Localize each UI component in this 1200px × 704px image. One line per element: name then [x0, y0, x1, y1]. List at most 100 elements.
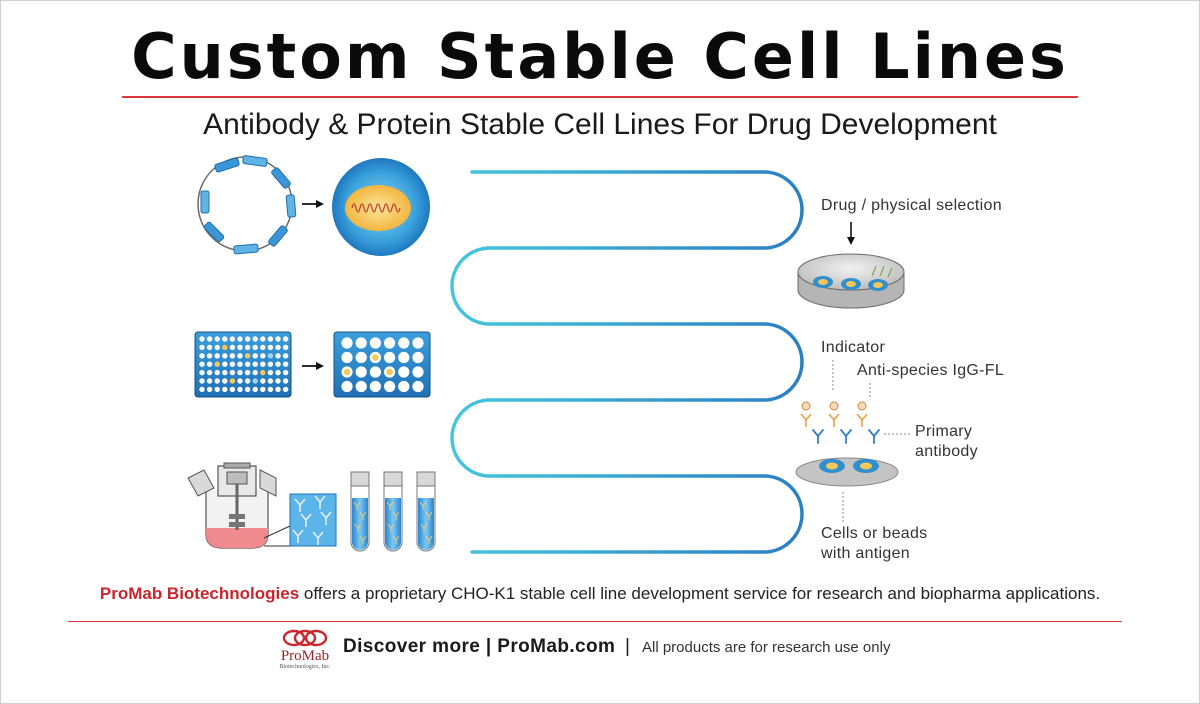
antibody-arm [386, 502, 391, 507]
antibody-arm [292, 529, 299, 537]
well [267, 378, 274, 384]
antibody-arm [392, 512, 397, 517]
well [222, 361, 228, 367]
bioreactor-icon [187, 462, 291, 549]
antibody-arm [845, 428, 853, 437]
research-use-disclaimer: All products are for research use only [642, 639, 891, 656]
well [398, 351, 410, 364]
tube-liquid [385, 498, 401, 550]
well [214, 369, 220, 376]
well [199, 344, 205, 351]
well [229, 353, 236, 359]
well [412, 366, 424, 378]
promab-logo[interactable]: ProMab Biotechnologies, Inc. [272, 628, 338, 672]
well [229, 369, 236, 376]
well [252, 353, 258, 359]
antibody-arm [353, 502, 358, 507]
well [384, 337, 396, 349]
well [252, 344, 258, 351]
label-cells-line2: with antigen [821, 545, 910, 562]
antibody-arm [423, 524, 428, 529]
assay-plate-icon [795, 457, 899, 487]
footer-description: ProMab Biotechnologies offers a propriet… [0, 584, 1200, 604]
antibody-arm [294, 498, 301, 506]
well [244, 369, 251, 376]
well [244, 378, 251, 384]
antibody-arm [325, 511, 332, 519]
antibody-arm [828, 413, 835, 421]
well [282, 369, 289, 376]
well [369, 380, 381, 393]
footer-brand[interactable]: ProMab Biotechnologies [99, 584, 300, 603]
tube-cap [350, 471, 370, 487]
antibody-arm [395, 536, 400, 541]
well [275, 369, 281, 376]
well [260, 378, 266, 384]
well [355, 337, 367, 349]
antibody-arm [805, 413, 812, 421]
antibody-arm [354, 524, 359, 529]
well [398, 380, 410, 393]
antibody-arm [425, 536, 430, 541]
well [412, 337, 424, 349]
well [282, 336, 289, 342]
well [412, 351, 424, 364]
well [267, 344, 274, 351]
antibody-arm [362, 512, 367, 517]
well-colony [343, 368, 351, 376]
well [244, 386, 251, 393]
antibody-arm [299, 498, 306, 506]
label-cells-line1: Cells or beads [821, 525, 928, 542]
indicator-dot [801, 401, 811, 411]
well-plate-96-wells [199, 336, 289, 393]
well [275, 386, 281, 393]
discover-more-link[interactable]: Discover more | ProMab.com [343, 636, 616, 657]
antibody-arm [833, 413, 840, 421]
antibody-arm [861, 413, 868, 421]
well [229, 336, 236, 342]
tube-liquid [418, 498, 434, 550]
promab-logo-mark [282, 629, 328, 647]
antibody-arm [359, 512, 364, 517]
antibody-arm [314, 495, 321, 503]
well [244, 353, 251, 359]
well [229, 386, 236, 393]
well [341, 337, 353, 349]
antibody-arm [395, 512, 400, 517]
well [267, 386, 274, 393]
well [355, 351, 367, 364]
test-tubes-icon [350, 471, 436, 552]
well [282, 353, 289, 359]
well [206, 336, 213, 342]
well [229, 378, 236, 384]
well [341, 351, 353, 364]
well [229, 344, 236, 351]
indicator-dot [829, 401, 839, 411]
well [206, 344, 213, 351]
footer-divider-line [68, 621, 1122, 622]
antibody-arm [387, 524, 392, 529]
well-plate-24-icon [333, 331, 431, 398]
antibody-arm [425, 512, 430, 517]
well [275, 353, 281, 359]
well [222, 344, 228, 351]
arrow-right-icon [302, 362, 324, 370]
footer-description-text: offers a proprietary CHO-K1 stable cell … [299, 584, 1101, 603]
selection-arrow-icon [847, 222, 855, 245]
page-subtitle: Antibody & Protein Stable Cell Lines For… [203, 108, 997, 141]
well-colony [386, 368, 393, 376]
well [237, 386, 243, 393]
antibody-zoom-contents [292, 495, 332, 545]
antibody-arm [422, 502, 427, 507]
antibody-arm [359, 536, 364, 541]
antibody-arm [297, 529, 304, 537]
well [275, 344, 281, 351]
well [244, 361, 251, 367]
antibody-arm [320, 511, 327, 519]
well [252, 361, 258, 367]
well [237, 336, 243, 342]
well [398, 337, 410, 349]
well [341, 380, 353, 393]
well [237, 353, 243, 359]
